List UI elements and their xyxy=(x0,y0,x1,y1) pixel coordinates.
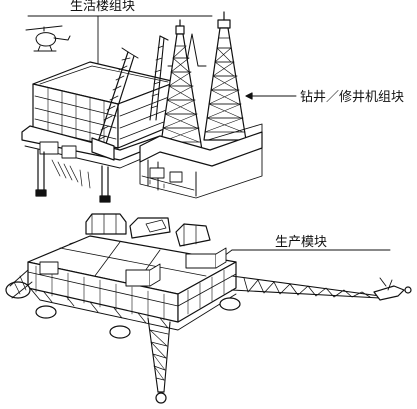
label-living-module: 生活楼组块 xyxy=(70,0,136,14)
deck-equipment xyxy=(69,213,211,255)
production-deck xyxy=(5,235,241,339)
crane-boom xyxy=(91,47,139,161)
lattice-boom-left xyxy=(9,269,33,299)
drilling-substructure xyxy=(139,123,263,199)
derrick-left xyxy=(159,19,207,151)
helicopter xyxy=(25,25,71,52)
living-quarters-module xyxy=(21,61,177,203)
lattice-boom-down xyxy=(147,317,171,404)
lattice-boom-right xyxy=(231,275,412,301)
label-drilling-module: 钻井／修井机组块 xyxy=(300,90,405,105)
crane-boom-2 xyxy=(149,35,169,121)
label-production-module: 生产模块 xyxy=(275,235,328,250)
leader-line-drilling xyxy=(245,92,297,100)
derrick-right xyxy=(203,11,247,141)
leader-line-living xyxy=(27,15,213,69)
leader-line-production xyxy=(215,249,391,263)
